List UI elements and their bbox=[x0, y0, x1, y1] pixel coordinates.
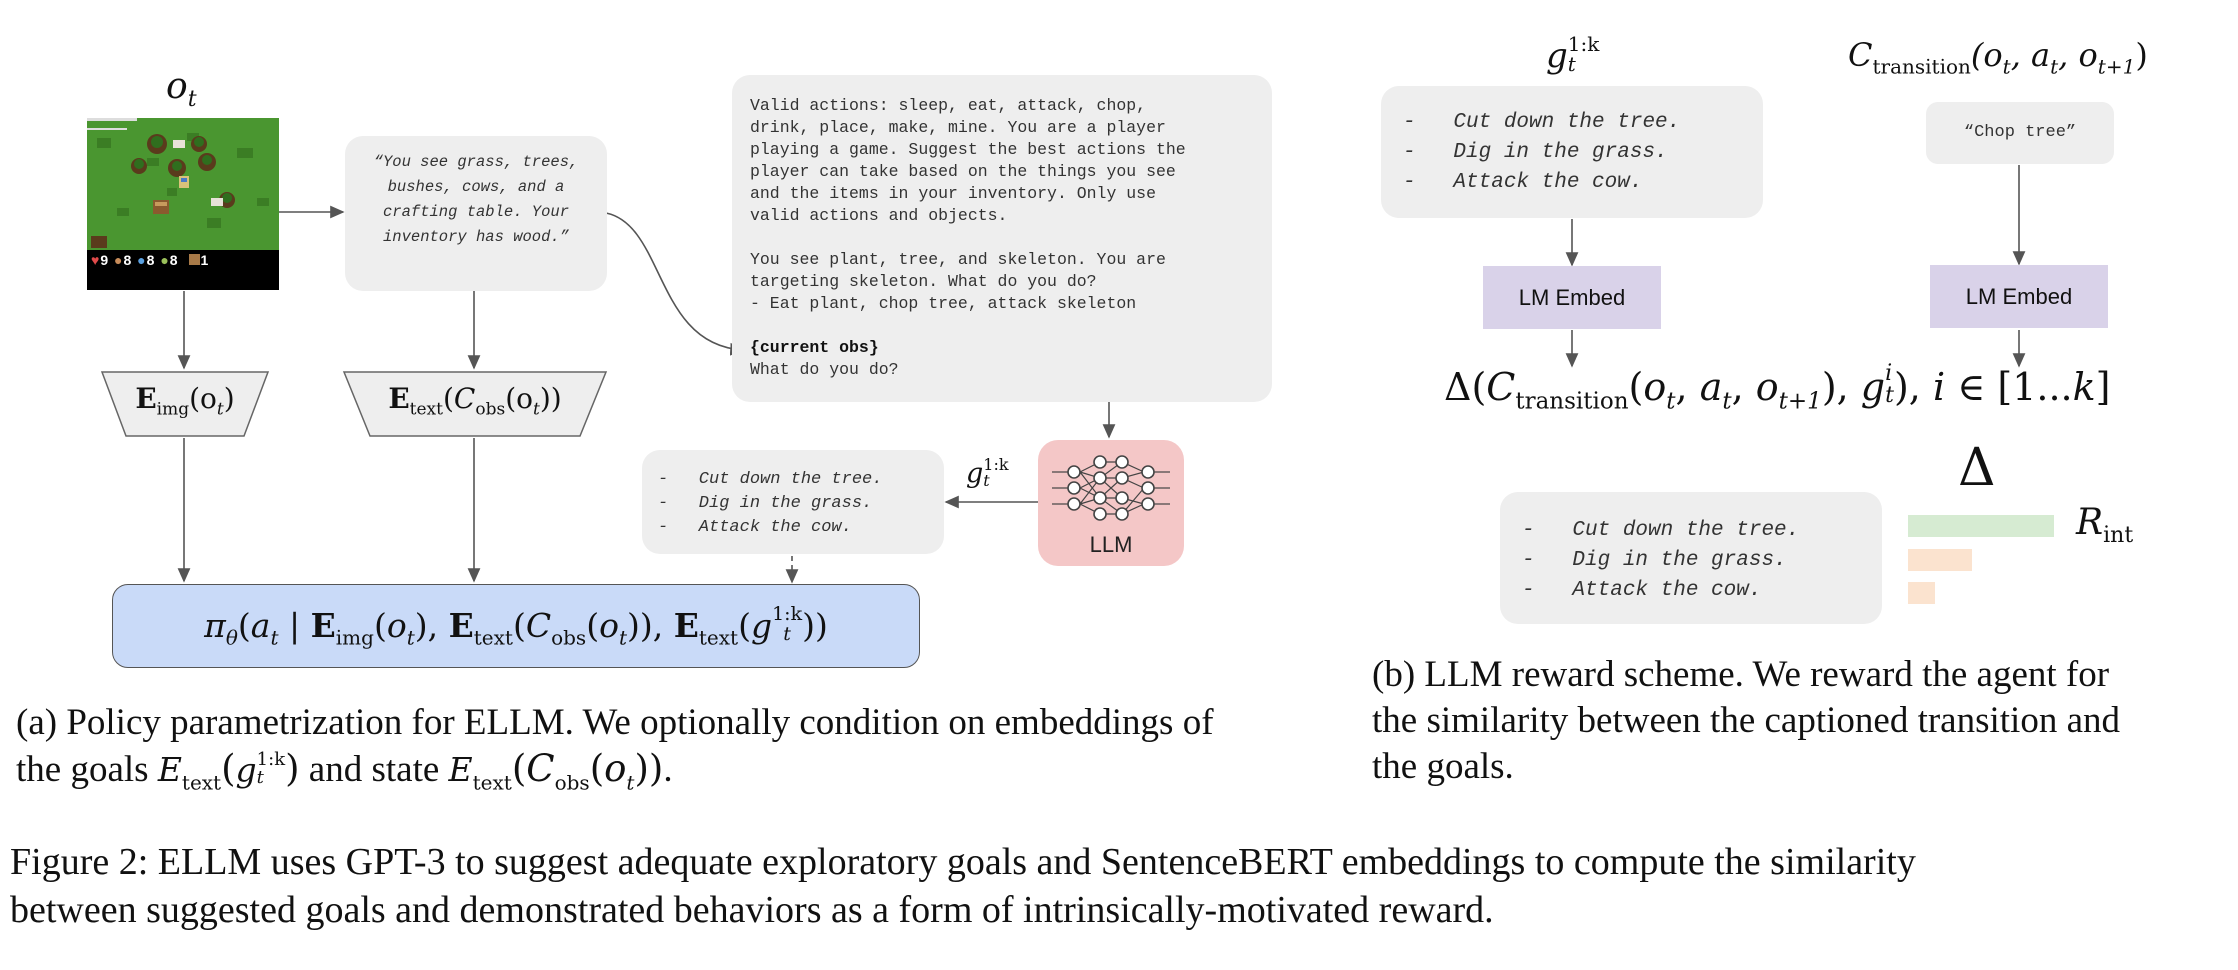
goal-item: - Dig in the grass. bbox=[658, 494, 873, 513]
image-encoder-label: Eimg(ot) bbox=[135, 382, 235, 420]
goal-item: - Cut down the tree. bbox=[1522, 519, 1800, 542]
goal-item: - Dig in the grass. bbox=[1522, 549, 1787, 572]
suggested-goals-list: - Cut down the tree. - Dig in the grass.… bbox=[658, 468, 928, 540]
caption-a-line1: (a) Policy parametrization for ELLM. We … bbox=[16, 702, 1214, 743]
prompt-line: Valid actions: sleep, eat, attack, chop, bbox=[750, 96, 1147, 115]
caption-b-line3: the goals. bbox=[1372, 746, 1514, 787]
prompt-question: What do you do? bbox=[750, 360, 899, 379]
policy-box: πθ(at | Eimg(ot), Etext(Cobs(ot)), Etext… bbox=[112, 584, 920, 668]
goal-item: - Dig in the grass. bbox=[1403, 141, 1668, 164]
figure-caption: Figure 2: ELLM uses GPT-3 to suggest ade… bbox=[10, 838, 2234, 934]
prompt-current-obs: {current obs} bbox=[750, 338, 879, 357]
goals-list-right: - Cut down the tree. - Dig in the grass.… bbox=[1403, 108, 1741, 198]
goal-item: - Cut down the tree. bbox=[658, 470, 883, 489]
drink-icon: ● bbox=[137, 252, 147, 268]
reward-bar-chart bbox=[1908, 515, 2086, 615]
food-icon: ● bbox=[114, 252, 124, 268]
caption-b-line1: (b) LLM reward scheme. We reward the age… bbox=[1372, 654, 2110, 695]
reward-bar-goal-2 bbox=[1908, 549, 1972, 571]
grass-field-picture bbox=[87, 118, 279, 290]
neural-network-icon bbox=[1052, 455, 1170, 521]
caption-a: (a) Policy parametrization for ELLM. We … bbox=[16, 700, 1356, 805]
prompt-line: valid actions and objects. bbox=[750, 206, 1008, 225]
prompt-line: targeting skeleton. What do you do? bbox=[750, 272, 1097, 291]
text-encoder-label: Etext(Cobs(ot)) bbox=[388, 382, 562, 420]
llm-label: LLM bbox=[1089, 532, 1133, 557]
observation-label: ot bbox=[166, 66, 197, 113]
delta-symbol: Δ bbox=[1958, 438, 1996, 498]
inventory-hud: ♥9 ●8 ●8 ●8 1 bbox=[91, 252, 210, 268]
lm-embed-box-left: LM Embed bbox=[1483, 266, 1661, 329]
prompt-line: and the items in your inventory. Only us… bbox=[750, 184, 1156, 203]
energy-icon: ● bbox=[160, 252, 170, 268]
lm-embed-label: LM Embed bbox=[1965, 284, 2073, 309]
reward-bar-goal-1 bbox=[1908, 515, 2054, 537]
transition-caption-box: “Chop tree” bbox=[1926, 102, 2114, 164]
prompt-line: playing a game. Suggest the best actions… bbox=[750, 140, 1186, 159]
llm-prompt-box: Valid actions: sleep, eat, attack, chop,… bbox=[732, 75, 1272, 402]
lm-embed-label: LM Embed bbox=[1518, 285, 1626, 310]
prompt-line: player can take based on the things you … bbox=[750, 162, 1176, 181]
arrow-caption-to-prompt bbox=[605, 212, 745, 356]
intrinsic-reward-label: Rint bbox=[2076, 502, 2134, 549]
observation-caption-box: “You see grass, trees, bushes, cows, and… bbox=[345, 136, 607, 291]
caption-b: (b) LLM reward scheme. We reward the age… bbox=[1372, 652, 2232, 790]
lm-embed-box-right: LM Embed bbox=[1930, 265, 2108, 328]
prompt-line: You see plant, tree, and skeleton. You a… bbox=[750, 250, 1166, 269]
goals-box-right: - Cut down the tree. - Dig in the grass.… bbox=[1381, 86, 1763, 218]
text-encoder-shape bbox=[342, 371, 608, 437]
game-observation-image: ♥9 ●8 ●8 ●8 1 bbox=[87, 118, 279, 290]
caption-b-line2: the similarity between the captioned tra… bbox=[1372, 700, 2121, 741]
transition-label: Ctransition(ot, at, ot+1) bbox=[1848, 36, 2148, 79]
observation-caption-text: “You see grass, trees, bushes, cows, and… bbox=[373, 153, 579, 246]
goal-item: - Attack the cow. bbox=[658, 518, 852, 537]
transition-caption-text: “Chop tree” bbox=[1963, 123, 2077, 142]
figure-caption-line2: between suggested goals and demonstrated… bbox=[10, 889, 1494, 931]
llm-box: LLM bbox=[1038, 440, 1184, 566]
figure-caption-line1: Figure 2: ELLM uses GPT-3 to suggest ade… bbox=[10, 841, 1916, 883]
image-encoder-shape bbox=[100, 371, 270, 437]
goal-item: - Attack the cow. bbox=[1403, 171, 1643, 194]
reward-goals-box: - Cut down the tree. - Dig in the grass.… bbox=[1500, 492, 1882, 624]
reward-bar-goal-3 bbox=[1908, 582, 1935, 604]
goal-item: - Cut down the tree. bbox=[1403, 111, 1681, 134]
wood-icon bbox=[189, 254, 201, 265]
suggested-goals-box: - Cut down the tree. - Dig in the grass.… bbox=[642, 450, 944, 554]
reward-goals-list: - Cut down the tree. - Dig in the grass.… bbox=[1522, 516, 1860, 606]
prompt-line: drink, place, make, mine. You are a play… bbox=[750, 118, 1166, 137]
goal-item: - Attack the cow. bbox=[1522, 579, 1762, 602]
heart-icon: ♥ bbox=[91, 252, 101, 268]
prompt-line: - Eat plant, chop tree, attack skeleton bbox=[750, 294, 1137, 313]
